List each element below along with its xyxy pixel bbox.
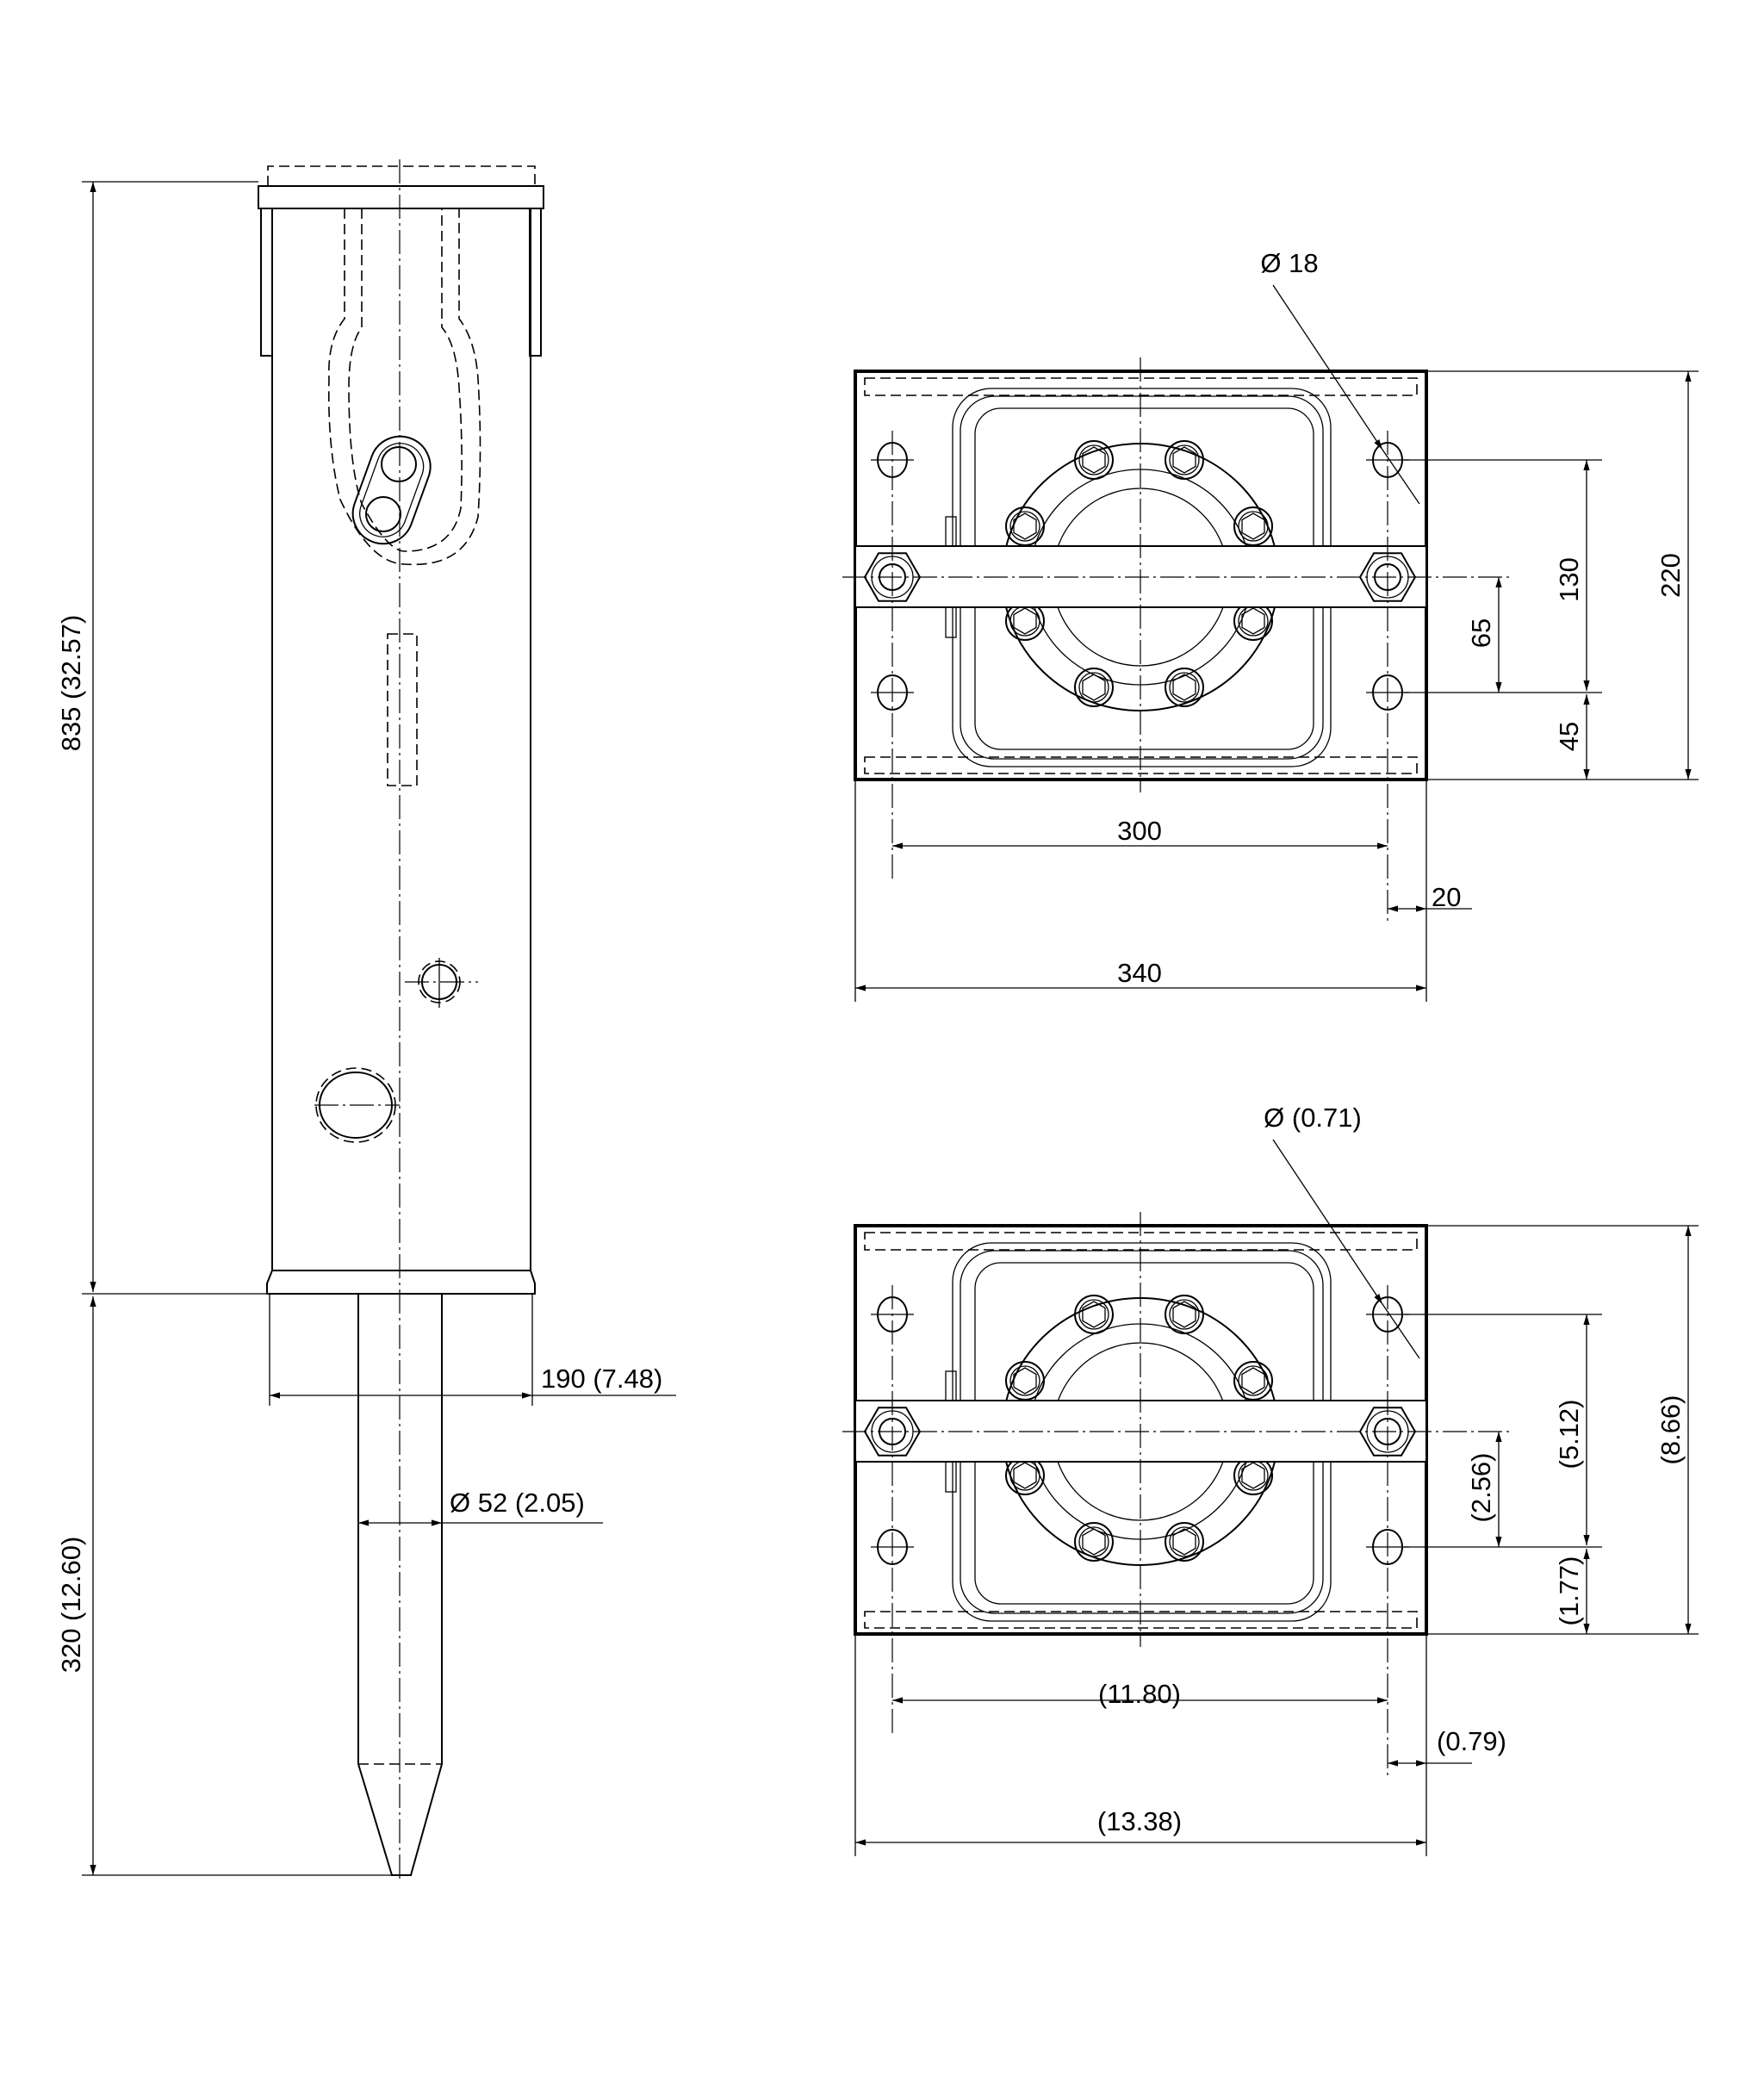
dim-body-height: 835 (32.57)	[56, 615, 86, 752]
flange-bolt	[1233, 1361, 1273, 1401]
dim-overall-width: 340	[1117, 958, 1162, 988]
dim-edge-v: (1.77)	[1554, 1556, 1584, 1626]
dim-width: 190 (7.48)	[541, 1364, 662, 1394]
flange-bolt	[1005, 1361, 1045, 1401]
flange-bolt	[1005, 506, 1045, 546]
dim-hole-diameter: Ø 18	[1260, 248, 1318, 278]
flange-bolt	[1074, 668, 1114, 707]
flange-bolt	[1074, 440, 1114, 480]
dim-hole-pitch-h: 300	[1117, 816, 1162, 846]
plan-view-imperial: Ø (0.71) (8.66) (5.12) (2.56) (1.77) (11…	[842, 1103, 1699, 1856]
dim-edge-v: 45	[1554, 722, 1584, 751]
flange-bolt	[1074, 1295, 1114, 1334]
pin-slot	[351, 435, 432, 545]
dim-edge-h: (0.79)	[1437, 1726, 1506, 1756]
side-view: 835 (32.57) 320 (12.60) 190 (7.48) Ø 52 …	[56, 159, 676, 1882]
flange-bolt	[1165, 668, 1204, 707]
mounting-plate	[842, 1212, 1512, 1776]
dim-half-pitch: (2.56)	[1466, 1453, 1496, 1523]
flange-bolt	[1165, 1295, 1204, 1334]
flange-bolt	[1165, 1522, 1204, 1562]
dim-hole-pitch-v: (5.12)	[1554, 1400, 1584, 1469]
dim-hole-pitch-v: 130	[1554, 557, 1584, 602]
flange-bolt	[1233, 506, 1273, 546]
mounting-plate	[842, 357, 1512, 922]
flange-bolt	[1165, 440, 1204, 480]
dim-edge-h: 20	[1432, 882, 1461, 912]
dim-overall-height: 220	[1655, 553, 1686, 598]
dim-hole-diameter: Ø (0.71)	[1264, 1103, 1362, 1133]
tool-chisel	[357, 1294, 443, 1876]
dim-half-pitch: 65	[1466, 618, 1496, 648]
dim-hole-pitch-h: (11.80)	[1098, 1679, 1181, 1709]
dim-overall-width: (13.38)	[1097, 1806, 1182, 1836]
dim-tool-length: 320 (12.60)	[56, 1537, 86, 1674]
dim-overall-height: (8.66)	[1655, 1395, 1686, 1465]
flange-bolt	[1074, 1522, 1114, 1562]
breaker-body	[271, 208, 531, 1271]
plan-view-metric: Ø 18 220 130 65 45 300 20 340	[842, 248, 1699, 1002]
dim-tool-diameter: Ø 52 (2.05)	[450, 1488, 585, 1518]
